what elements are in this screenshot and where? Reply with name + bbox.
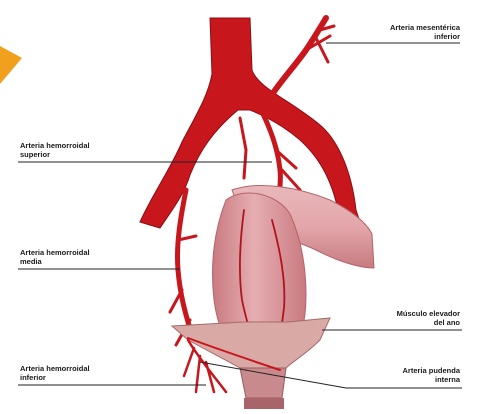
label-elevador-line2: del ano <box>397 319 460 328</box>
label-pudenda-line2: interna <box>402 376 460 385</box>
label-elevador: Músculo elevador del ano <box>397 310 460 327</box>
label-mesenterica: Arteria mesentérica inferior <box>390 24 460 41</box>
middle-hemorrhoidal-artery <box>177 190 194 340</box>
label-media: Arteria hemorroidal media <box>20 249 90 266</box>
label-media-line2: media <box>20 258 90 267</box>
label-superior-line2: superior <box>20 151 90 160</box>
inferior-mesenteric-artery <box>262 18 326 112</box>
orange-arrow-accent <box>0 46 22 84</box>
anal-canal <box>240 368 286 398</box>
label-hem-inferior-line2: inferior <box>20 374 90 383</box>
anal-opening <box>244 398 284 409</box>
label-superior: Arteria hemorroidal superior <box>20 142 90 159</box>
label-pudenda: Arteria pudenda interna <box>402 367 460 384</box>
label-hem-inferior: Arteria hemorroidal inferior <box>20 365 90 382</box>
label-mesenterica-line2: inferior <box>390 33 460 42</box>
